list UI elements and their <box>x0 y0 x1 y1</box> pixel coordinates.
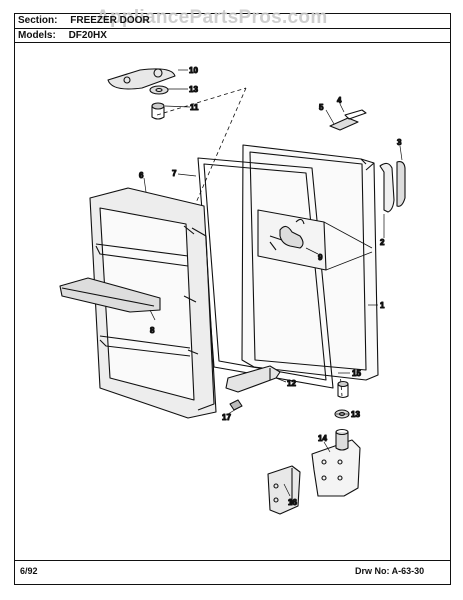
section-label: Section: <box>18 15 58 26</box>
latch-detail-inset <box>257 209 373 271</box>
section-row: Section: FREEZER DOOR <box>18 15 150 26</box>
footer-divider <box>14 560 451 561</box>
callout-labels: 10 13 11 4 5 3 6 7 2 9 1 8 15 13 12 17 1… <box>138 65 402 507</box>
header-divider <box>14 28 451 29</box>
callout-13-lower: 13 <box>351 410 360 419</box>
handle-part <box>379 161 406 213</box>
hinge-pin-part <box>337 380 349 399</box>
callout-10: 10 <box>189 66 198 75</box>
callout-1: 1 <box>380 301 385 310</box>
drawing-value: A-63-30 <box>391 566 425 576</box>
shelf-bar-part <box>59 277 161 321</box>
callout-leaders <box>143 69 403 497</box>
diagram-frame <box>14 13 451 585</box>
watermark: AppliancePartsPros.com <box>96 7 328 28</box>
drawing-label: Drw No: <box>355 566 390 576</box>
callout-4: 4 <box>337 96 342 105</box>
hinge-bracket-part <box>267 465 301 515</box>
lower-trim-part <box>225 365 281 393</box>
callout-17: 17 <box>222 413 231 422</box>
callout-7: 7 <box>172 169 177 178</box>
callout-15: 15 <box>352 369 361 378</box>
callout-16: 16 <box>288 498 297 507</box>
callout-9: 9 <box>318 253 323 262</box>
callout-12: 12 <box>287 379 296 388</box>
callout-2: 2 <box>380 238 385 247</box>
section-value: FREEZER DOOR <box>70 15 150 26</box>
callout-11: 11 <box>190 103 199 112</box>
callout-13: 13 <box>189 85 198 94</box>
callout-3: 3 <box>397 138 402 147</box>
bottom-hinge-part <box>311 428 361 497</box>
callout-6: 6 <box>139 171 144 180</box>
footer-drawing-number: Drw No: A-63-30 <box>355 566 424 576</box>
callout-8: 8 <box>150 326 155 335</box>
callout-5: 5 <box>319 103 324 112</box>
models-value: DF20HX <box>68 30 107 41</box>
header-divider <box>14 42 451 43</box>
bushing-part <box>151 102 165 120</box>
footer-date: 6/92 <box>20 566 38 576</box>
top-hinge-part <box>107 68 176 90</box>
models-label: Models: <box>18 30 56 41</box>
door-stop-part <box>229 399 243 411</box>
handle-cap-parts <box>329 109 367 131</box>
washer-part <box>149 85 169 95</box>
models-row: Models: DF20HX <box>18 30 107 41</box>
callout-14: 14 <box>318 434 327 443</box>
